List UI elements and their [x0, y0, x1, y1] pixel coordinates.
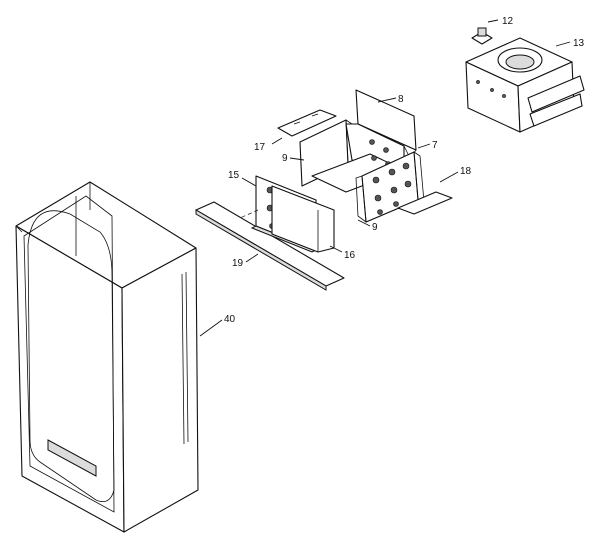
- callout-8: 8: [398, 94, 404, 105]
- callout-19: 19: [232, 258, 244, 269]
- cabinet-housing-part-40: [15, 181, 199, 533]
- plate-part-18: [397, 191, 453, 215]
- callout-9-upper: 9: [282, 153, 288, 164]
- strip-part-17: [277, 109, 337, 137]
- panel-part-16: [239, 185, 335, 253]
- panel-part-7: [355, 151, 425, 223]
- callout-17: 17: [254, 142, 266, 153]
- knob-part-12: [471, 27, 493, 45]
- callout-7: 7: [432, 140, 438, 151]
- callout-12: 12: [502, 16, 514, 27]
- callout-40: 40: [224, 314, 236, 325]
- callout-18: 18: [460, 166, 472, 177]
- callout-labels: 12 13 8 17 9 7 18 15 9 19 16 40: [224, 16, 585, 325]
- callout-13: 13: [573, 38, 585, 49]
- callout-15: 15: [228, 170, 240, 181]
- callout-16: 16: [344, 250, 356, 261]
- callout-9-lower: 9: [372, 222, 378, 233]
- leader-lines: [199, 19, 571, 337]
- plate-part-19: [195, 201, 345, 291]
- housing-part-13: [465, 37, 585, 133]
